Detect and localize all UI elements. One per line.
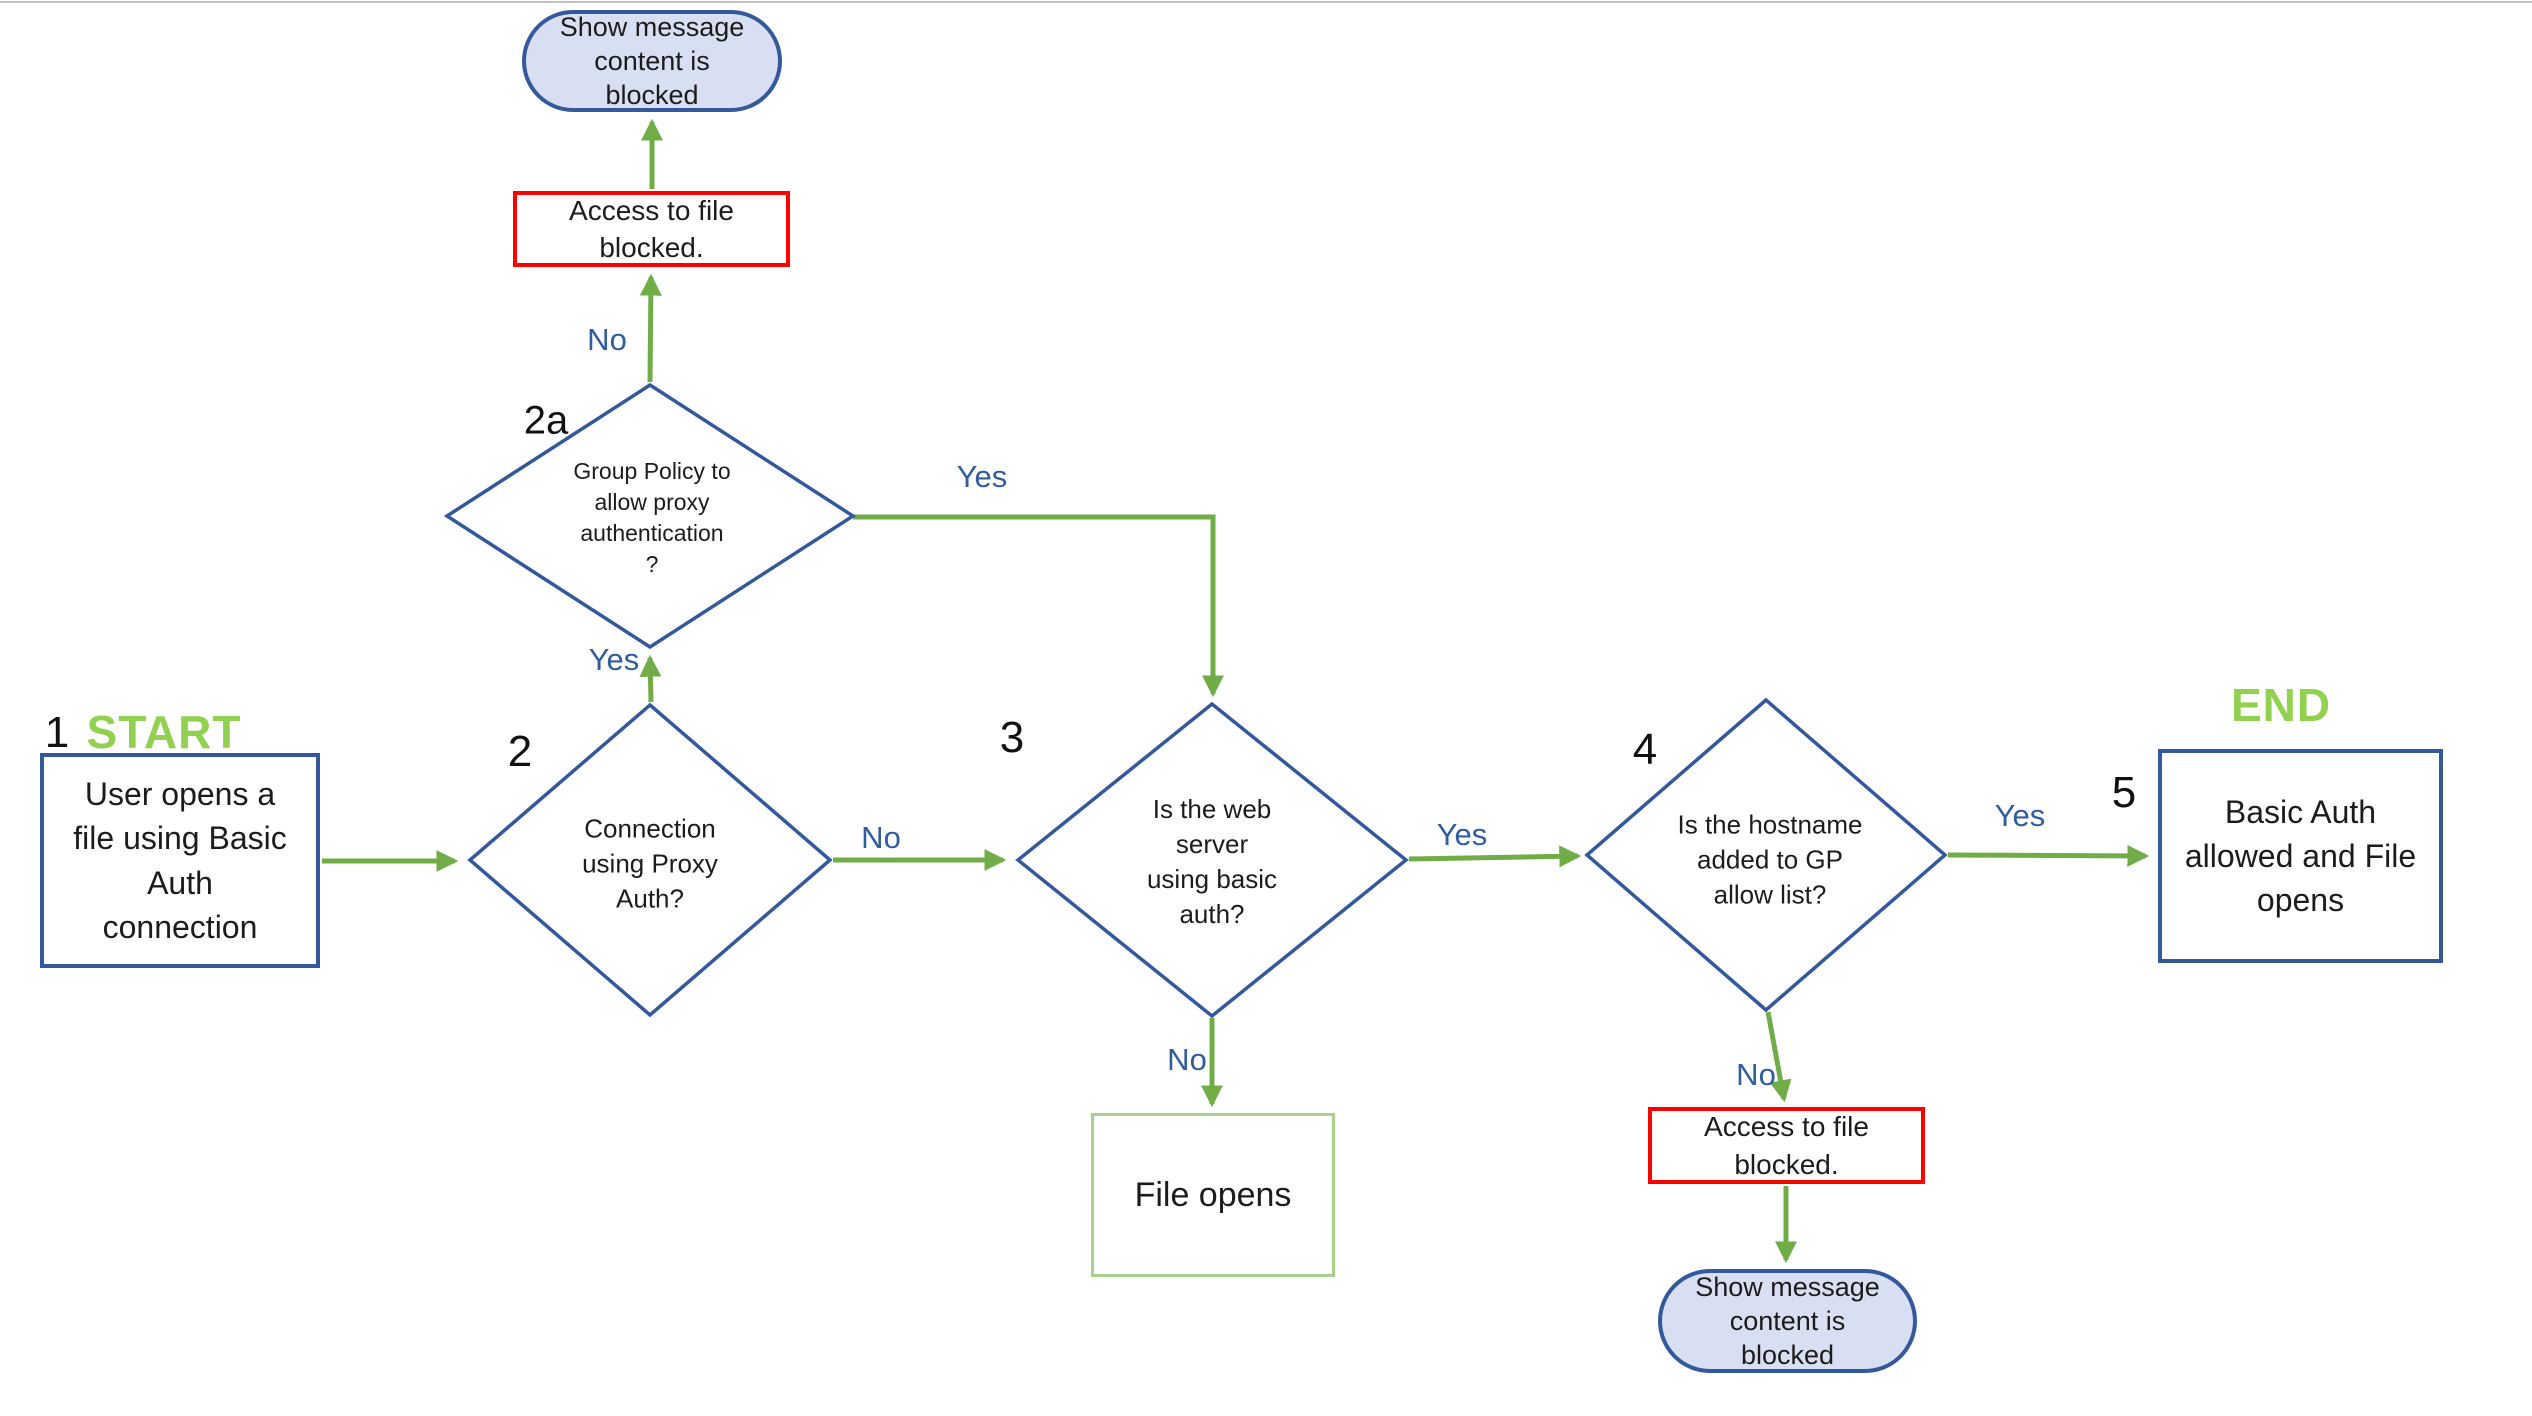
step-1-label: 1 <box>44 708 70 757</box>
edge-d3-yes-to-d4 <box>1408 845 1582 868</box>
access-blocked-top-box: Access to file blocked. <box>513 191 790 267</box>
edge-label-d4-yes: Yes <box>1994 798 2046 833</box>
edge-d2a-no-to-blocked <box>639 273 662 383</box>
edge-label-d2-no: No <box>861 820 901 855</box>
step-2-label: 2 <box>507 727 533 776</box>
step-5-label: 5 <box>2111 768 2137 817</box>
decision-2a-text: Group Policy to allow proxy authenticati… <box>573 457 731 578</box>
step-2a-label: 2a <box>523 398 569 443</box>
step-4-label: 4 <box>1632 725 1658 774</box>
edge-label-d2a-yes: Yes <box>956 459 1008 494</box>
decision-3-shape <box>1015 701 1409 1019</box>
top-divider <box>0 1 2532 3</box>
edge-label-d2-yes: Yes <box>588 642 640 677</box>
file-opens-box: File opens <box>1091 1113 1335 1277</box>
access-blocked-bottom-box: Access to file blocked. <box>1648 1107 1925 1184</box>
edge-label-d4-no: No <box>1736 1057 1776 1092</box>
show-message-top-terminator: Show message content is blocked <box>522 10 782 112</box>
decision-4-shape <box>1584 697 1948 1013</box>
decision-2-text: Connection using Proxy Auth? <box>582 813 718 914</box>
edge-label-d3-yes: Yes <box>1436 817 1488 852</box>
end-marker: END <box>2230 679 2332 731</box>
decision-2a-shape <box>443 382 857 650</box>
edge-d4-yes-to-end <box>1947 844 2150 867</box>
start-marker: START <box>86 706 242 758</box>
edge-d2-yes-to-d2a <box>639 654 662 703</box>
edge-d2a-yes-to-d3 <box>853 514 1225 698</box>
decision-3-text: Is the web server using basic auth? <box>1146 793 1278 930</box>
decision-4-text: Is the hostname added to GP allow list? <box>1677 809 1863 910</box>
show-message-bottom-terminator: Show message content is blocked <box>1658 1269 1917 1373</box>
step-3-label: 3 <box>999 713 1025 762</box>
edge-label-d3-no: No <box>1167 1042 1207 1077</box>
edge-d4-no-to-blocked <box>1765 1011 1792 1103</box>
end-box: Basic Auth allowed and File opens <box>2158 749 2443 963</box>
decision-2-shape <box>467 702 833 1018</box>
edge-label-d2a-no: No <box>587 322 627 357</box>
start-box: User opens a file using Basic Auth conne… <box>40 753 320 968</box>
